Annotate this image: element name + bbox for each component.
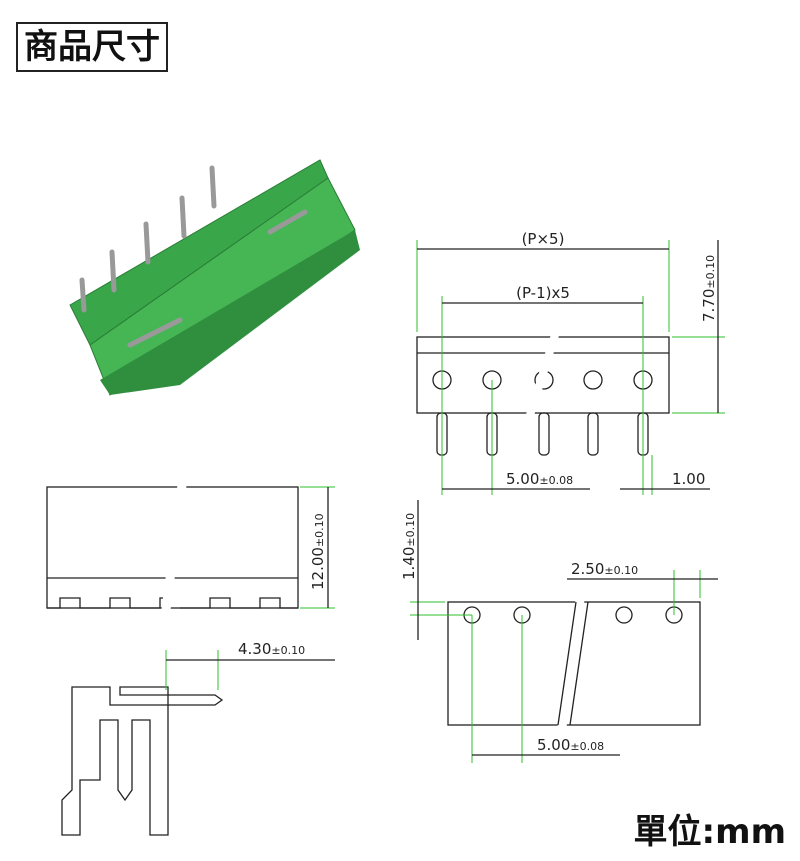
- pin-width-label: 1.00: [672, 470, 705, 488]
- pcb-pitch-tol: ±0.08: [570, 740, 604, 753]
- pcb-pitch-label: 5.00: [537, 736, 570, 754]
- pin-length-label: 4.30: [238, 640, 271, 658]
- page-title: 商品尺寸: [16, 22, 168, 72]
- svg-text:7.70±0.10: 7.70±0.10: [700, 255, 718, 322]
- edge-offset-tol: ±0.10: [404, 513, 417, 547]
- top-view: 12.00±0.10: [46, 484, 335, 611]
- svg-text:4.30±0.10: 4.30±0.10: [238, 640, 305, 658]
- side-view: 4.30±0.10: [61, 640, 335, 836]
- height-label: 7.70: [700, 289, 718, 322]
- svg-text:5.00±0.08: 5.00±0.08: [506, 470, 573, 488]
- svg-text:5.00±0.08: 5.00±0.08: [537, 736, 604, 754]
- end-offset-tol: ±0.10: [604, 564, 638, 577]
- overall-length-label: (P×5): [522, 230, 565, 248]
- pitch-tol: ±0.08: [539, 474, 573, 487]
- svg-text:12.00±0.10: 12.00±0.10: [309, 513, 327, 590]
- product-photo: [69, 159, 360, 396]
- pitch-span-label: (P-1)x5: [516, 284, 570, 302]
- pcb-view: 1.40±0.10 2.50±0.10 5.00±0.08: [400, 500, 718, 763]
- top-height-label: 12.00: [309, 547, 327, 590]
- unit-label: 單位:mm: [633, 812, 786, 852]
- height-tol: ±0.10: [704, 255, 717, 289]
- front-view: (P×5) (P-1)x5 7.70±0.10 5.00±0.08 1.00: [416, 230, 725, 495]
- end-offset-label: 2.50: [571, 560, 604, 578]
- pin-length-tol: ±0.10: [271, 644, 305, 657]
- svg-text:1.40±0.10: 1.40±0.10: [400, 513, 418, 580]
- svg-text:2.50±0.10: 2.50±0.10: [571, 560, 638, 578]
- pitch-label: 5.00: [506, 470, 539, 488]
- edge-offset-label: 1.40: [400, 547, 418, 580]
- top-height-tol: ±0.10: [313, 513, 326, 547]
